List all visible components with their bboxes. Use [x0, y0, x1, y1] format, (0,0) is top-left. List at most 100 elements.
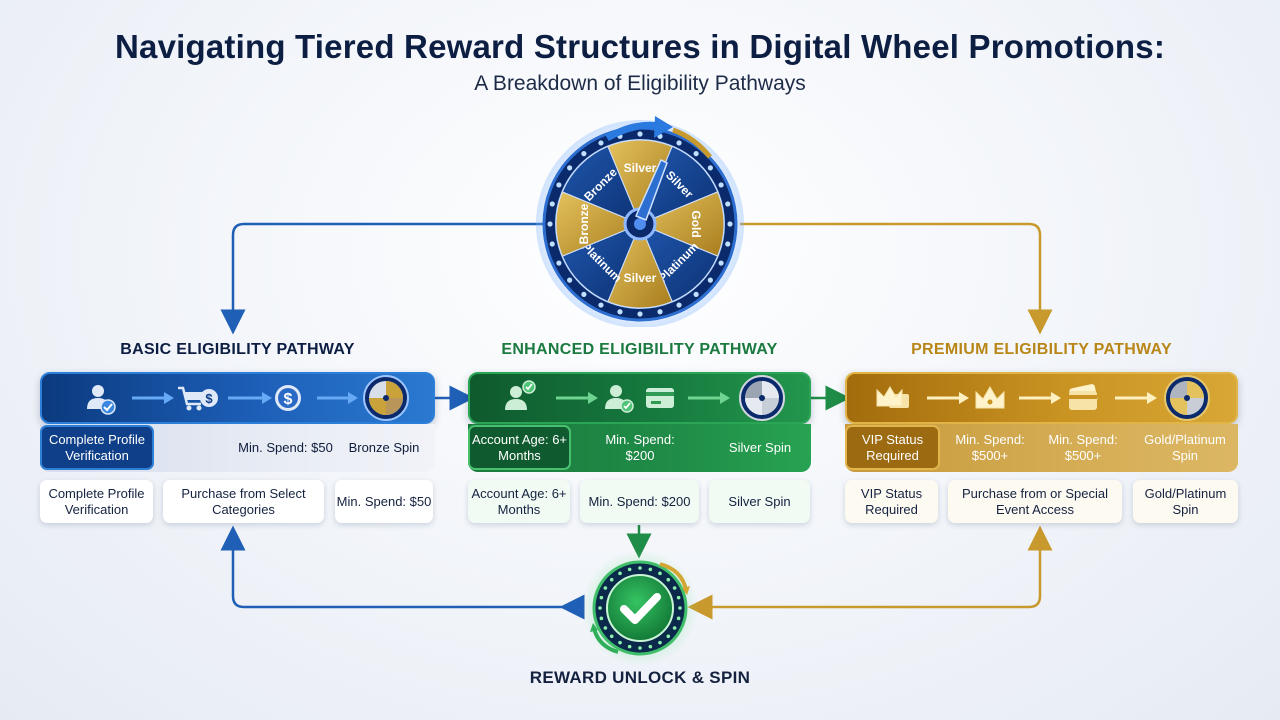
- reward-light: [627, 567, 632, 572]
- wheel-light: [549, 201, 555, 207]
- users-check-icon: [505, 380, 536, 410]
- wheel-light: [637, 131, 643, 137]
- connector-wheel-to-basic: [220, 222, 545, 335]
- wheel-segment: [555, 191, 642, 257]
- premium-strip-chip: VIP Status Required: [845, 425, 940, 470]
- reward-light: [618, 640, 622, 645]
- premium-card-1: VIP Status Required: [845, 480, 938, 523]
- enhanced-strip-spend: Min. Spend: $200: [605, 432, 675, 463]
- wheel-light: [637, 311, 643, 317]
- reward-light: [666, 577, 671, 582]
- wheel-light: [567, 165, 573, 171]
- wheel-segment-label: Bronze: [577, 203, 591, 244]
- enhanced-card-1: Account Age: 6+ Months: [468, 480, 570, 523]
- check-icon: [620, 593, 661, 624]
- connector-reward-to-basic: [220, 525, 578, 609]
- wheel-light: [556, 260, 562, 266]
- premium-strip-spend-1: Min. Spend: $500+: [955, 432, 1025, 463]
- reward-label: REWARD UNLOCK & SPIN: [529, 668, 751, 687]
- enhanced-pathway-heading: ENHANCED ELIGIBILITY PATHWAY: [501, 341, 778, 358]
- wheel-light: [707, 277, 713, 283]
- wheel-light: [693, 291, 699, 297]
- premium-pathway-heading: PREMIUM ELIGIBILITY PATHWAY: [911, 341, 1172, 358]
- enhanced-card-2: Min. Spend: $200: [580, 480, 699, 523]
- reward-light: [676, 595, 681, 600]
- reward-light: [603, 626, 608, 630]
- wheel-light: [725, 241, 731, 247]
- reward-light: [672, 586, 677, 590]
- reward-light: [666, 634, 671, 639]
- connector-wheel-to-premium: [740, 222, 1053, 335]
- wheel-light: [617, 309, 623, 315]
- reward-light: [638, 566, 642, 570]
- premium-pathway-banner: [845, 372, 1238, 424]
- gold-platinum-wheel-icon: [1164, 375, 1210, 421]
- wheel-light: [598, 302, 604, 308]
- basic-strip-spin: Bronze Spin: [348, 440, 420, 455]
- basic-card-3: Min. Spend: $50: [335, 480, 433, 523]
- wheel-segment: [638, 191, 725, 257]
- reward-light: [609, 634, 614, 639]
- basic-strip-chip: Complete Profile Verification: [40, 425, 154, 470]
- crown-card-icon: [876, 386, 909, 408]
- cart-dollar-icon: $: [178, 386, 218, 411]
- enhanced-strip-spin: Silver Spin: [728, 440, 792, 455]
- wheel-light: [549, 241, 555, 247]
- reward-light: [648, 644, 653, 649]
- user-check-icon: [605, 385, 634, 413]
- reward-light: [609, 577, 614, 582]
- svg-text:$: $: [284, 391, 293, 408]
- basic-strip-spend: Min. Spend: $50: [238, 440, 333, 455]
- wheel-light: [556, 182, 562, 188]
- wheel-segment-label: Silver: [624, 271, 657, 285]
- basic-pathway-banner: $ $: [40, 372, 435, 424]
- wheel-light: [725, 201, 731, 207]
- reward-light: [678, 606, 682, 610]
- user-check-icon: [87, 385, 116, 415]
- wheel-light: [727, 221, 733, 227]
- reward-light: [658, 571, 662, 576]
- svg-text:$: $: [205, 391, 213, 406]
- wheel-segment: [639, 223, 719, 303]
- reward-light: [627, 644, 632, 649]
- wheel-segment-label: Silver: [624, 161, 657, 175]
- card-icon: [646, 388, 674, 408]
- wheel-segment-label: Gold: [689, 210, 703, 237]
- crown-icon: [975, 386, 1005, 409]
- wheel-light: [718, 182, 724, 188]
- wheel-light: [581, 151, 587, 157]
- reward-check-badge[interactable]: [578, 548, 702, 666]
- premium-card-3: Gold/Platinum Spin: [1133, 480, 1238, 523]
- wheel-light: [567, 277, 573, 283]
- enhanced-pathway-banner: [468, 372, 811, 424]
- connector-reward-to-premium: [700, 525, 1053, 609]
- wheel-segment: [607, 222, 673, 309]
- page-title: Navigating Tiered Reward Structures in D…: [114, 28, 1166, 65]
- enhanced-card-3: Silver Spin: [709, 480, 810, 523]
- enhanced-strip-chip: Account Age: 6+ Months: [468, 425, 571, 470]
- wheel-segment: [561, 223, 641, 303]
- reward-light: [618, 571, 622, 576]
- premium-strip-spin: Gold/Platinum Spin: [1144, 432, 1226, 463]
- wheel-segment: [607, 139, 673, 226]
- reward-light: [638, 646, 642, 650]
- reward-light: [598, 606, 602, 610]
- wheel-light: [547, 221, 553, 227]
- credit-card-icon: [1069, 384, 1098, 410]
- wheel-light: [581, 291, 587, 297]
- reward-light: [676, 616, 681, 621]
- reward-light: [603, 586, 608, 590]
- bronze-wheel-icon: [363, 375, 409, 421]
- basic-pathway-heading: BASIC ELIGIBILITY PATHWAY: [120, 341, 355, 358]
- wheel-segment: [561, 145, 641, 225]
- wheel-light: [718, 260, 724, 266]
- reward-light: [599, 595, 604, 600]
- wheel-light: [707, 165, 713, 171]
- premium-card-2: Purchase from or Special Event Access: [948, 480, 1122, 523]
- wheel-needle: [634, 158, 668, 221]
- wheel-light: [598, 140, 604, 146]
- page-subtitle: A Breakdown of Eligibility Pathways: [474, 72, 806, 95]
- basic-card-2: Purchase from Select Categories: [163, 480, 324, 523]
